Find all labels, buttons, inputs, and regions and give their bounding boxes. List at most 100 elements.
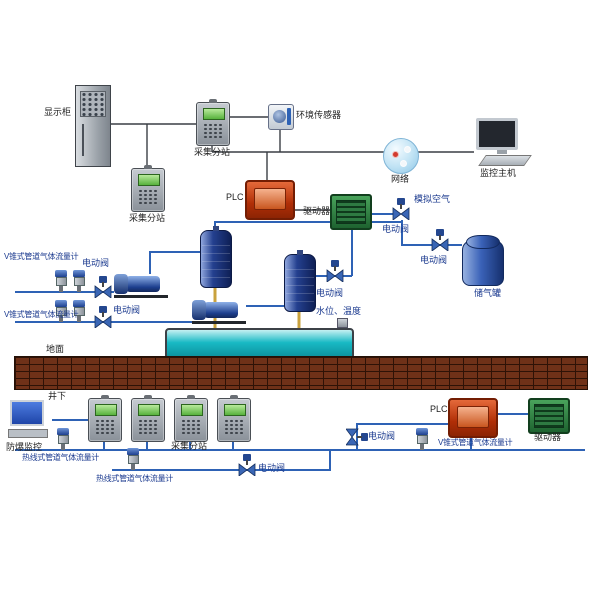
pump-head-icon <box>114 274 128 294</box>
substation-keypad-icon <box>138 419 158 434</box>
cabinet-door-handle-icon <box>82 124 84 156</box>
network-node-icon <box>404 146 411 153</box>
tank-ribs-icon <box>286 262 314 306</box>
electric-valve-icon <box>346 428 368 446</box>
plc-label: PLC <box>430 404 448 414</box>
substation-screen-icon <box>224 404 246 416</box>
water-tank <box>165 328 354 367</box>
underground-label: 井下 <box>48 391 67 401</box>
display-cabinet-label: 显示柜 <box>44 107 72 117</box>
vcone-flowmeter-icon <box>415 428 429 450</box>
electric-valve-label: 电动阀 <box>382 224 410 234</box>
water-level-temp-sensor <box>337 318 348 328</box>
environment-sensor-label: 环境传感器 <box>296 110 342 120</box>
driver-label: 驱动器 <box>534 432 562 442</box>
collection-substation-6 <box>217 395 251 442</box>
simulated-air-label: 模拟空气 <box>414 194 451 204</box>
collection-substation-2 <box>131 165 165 212</box>
electric-valve-label: 电动阀 <box>258 463 286 473</box>
hotwire-flowmeter-icon <box>126 448 140 470</box>
electric-valve-icon <box>94 306 112 328</box>
substation-keypad-icon <box>95 419 115 434</box>
host-keyboard-icon <box>478 155 532 166</box>
collection-substation-4 <box>131 395 165 442</box>
ground-surface-label: 地面 <box>46 344 65 354</box>
network-label: 网络 <box>391 174 410 184</box>
substation-screen-icon <box>181 404 203 416</box>
monitoring-host-label: 监控主机 <box>480 168 517 178</box>
collection-substation-3 <box>88 395 122 442</box>
gas-storage-tank-label: 储气罐 <box>474 288 502 298</box>
vcone-flowmeter-icon <box>72 300 86 322</box>
pump-head-icon <box>192 300 206 320</box>
display-cabinet <box>75 85 111 167</box>
vcone-flowmeter-label: V锥式管道气体流量计 <box>4 310 79 319</box>
substation-screen-icon <box>95 404 117 416</box>
substation-screen-icon <box>203 108 225 120</box>
electric-valve-icon <box>238 454 256 476</box>
sensor-fan-icon <box>273 110 286 123</box>
cabinet-indicator-panel-icon <box>80 91 106 117</box>
electric-valve-label: 电动阀 <box>368 431 396 441</box>
pump-motor-icon <box>126 276 160 292</box>
substation-keypad-icon <box>203 123 223 138</box>
substation-screen-icon <box>138 404 160 416</box>
pc-keyboard-icon <box>8 429 48 438</box>
substation-keypad-icon <box>181 419 201 434</box>
substation-screen-icon <box>138 174 160 186</box>
electric-valve-label: 电动阀 <box>113 305 141 315</box>
vcone-flowmeter-label: V锥式管道气体流量计 <box>438 438 513 447</box>
hotwire-flowmeter-label: 热线式管道气体流量计 <box>96 474 173 483</box>
network-globe-icon <box>383 138 419 174</box>
hotwire-flowmeter-label: 热线式管道气体流量计 <box>22 453 99 462</box>
driver-grille-icon <box>534 404 564 428</box>
substation-label: 采集分站 <box>194 147 231 157</box>
electric-valve-label: 电动阀 <box>82 258 110 268</box>
process-tank-2 <box>284 250 316 312</box>
electric-valve-label: 电动阀 <box>316 288 344 298</box>
vcone-flowmeter-icon <box>54 270 68 292</box>
network-node-icon <box>400 160 407 167</box>
environment-sensor-device <box>268 104 294 130</box>
gas-storage-tank <box>462 235 504 286</box>
network-node-icon <box>392 151 399 158</box>
vcone-flowmeter-icon <box>72 270 86 292</box>
driver-grille-icon <box>336 200 366 224</box>
gas-pump-2 <box>192 300 246 324</box>
substation-label: 采集分站 <box>171 441 208 451</box>
electric-valve-icon <box>431 229 449 251</box>
driver-label: 驱动器 <box>303 206 331 216</box>
pump-base-icon <box>114 295 168 298</box>
plc-box-underground <box>448 398 498 438</box>
electric-valve-icon <box>94 276 112 298</box>
plc-label: PLC <box>226 192 244 202</box>
host-monitor-icon <box>476 118 518 150</box>
plc-box-surface <box>245 180 295 220</box>
host-stand-icon <box>497 150 507 154</box>
collection-substation-5 <box>174 395 208 442</box>
ground-brick-layer <box>14 356 588 390</box>
water-level-temp-label: 水位、温度 <box>316 306 362 316</box>
collection-substation-1 <box>196 99 230 146</box>
sensor-tag-icon <box>287 108 291 125</box>
pc-monitor-icon <box>10 400 44 426</box>
tank-ribs-icon <box>202 238 230 282</box>
explosion-proof-monitoring-label: 防爆监控 <box>6 442 43 452</box>
driver-box-underground <box>528 398 570 434</box>
electric-valve-label: 电动阀 <box>420 255 448 265</box>
hotwire-flowmeter-icon <box>56 428 70 450</box>
substation-keypad-icon <box>224 419 244 434</box>
driver-box-surface <box>330 194 372 230</box>
plc-panel-icon <box>254 188 286 210</box>
explosion-proof-monitor-pc <box>8 400 48 438</box>
electric-valve-icon <box>326 260 344 282</box>
vcone-flowmeter-label: V锥式管道气体流量计 <box>4 252 79 261</box>
pump-motor-icon <box>204 302 238 318</box>
monitoring-host-computer <box>476 118 532 166</box>
gas-pump-1 <box>114 274 168 298</box>
pump-base-icon <box>192 321 246 324</box>
electric-valve-icon <box>392 198 410 220</box>
vcone-flowmeter-icon <box>54 300 68 322</box>
substation-label: 采集分站 <box>129 213 166 223</box>
